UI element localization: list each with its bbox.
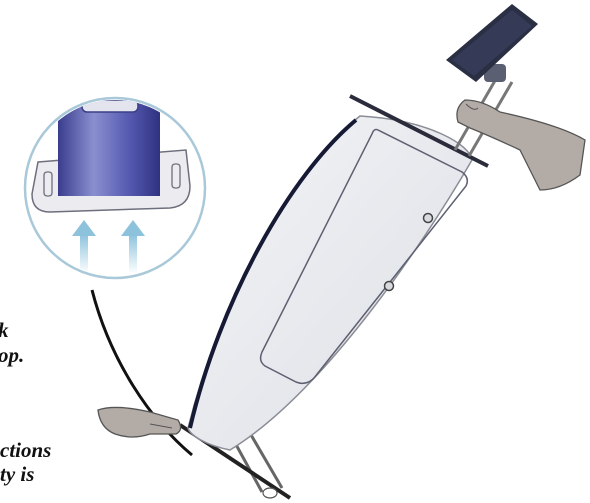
- device-inset-callout: [25, 98, 205, 278]
- panel-knob: [424, 214, 433, 223]
- monitor-icon: [446, 4, 538, 82]
- caption-fragment-2: op.: [0, 343, 118, 367]
- caption-fragment-1: k: [0, 318, 118, 342]
- hand-icon: [98, 407, 181, 437]
- device-body: [188, 116, 472, 450]
- caption-fragment-3: ctions: [0, 438, 120, 462]
- panel-knob: [385, 282, 394, 291]
- caption-fragment-4: ty is: [0, 462, 120, 486]
- tilted-device: [180, 4, 538, 498]
